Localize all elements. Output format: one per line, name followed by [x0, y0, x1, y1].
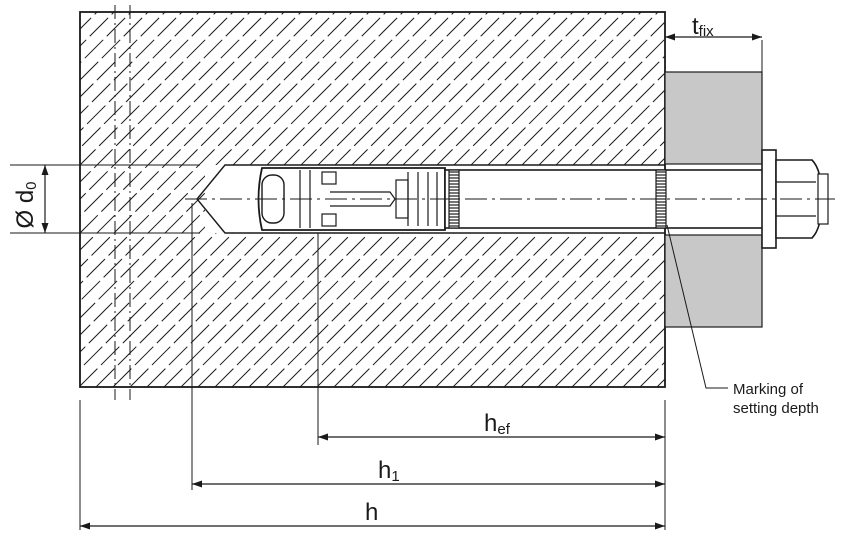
hatch-line [80, 12, 149, 81]
hatch-line [80, 12, 302, 234]
dimension-lines [41, 33, 762, 530]
hatch-line [80, 12, 234, 166]
extension-lines [10, 12, 763, 530]
d0-label: Ø d0 [12, 181, 40, 228]
hatch-line [80, 12, 183, 115]
hatch-line [80, 12, 353, 285]
h1-label: h1 [378, 457, 400, 485]
hatch-line [80, 12, 268, 200]
h-label: h [365, 499, 378, 526]
hatch-line [80, 12, 217, 149]
hatch-line [80, 12, 166, 98]
marking-label-line2: setting depth [733, 400, 819, 417]
hatch-line [80, 12, 200, 132]
tfix-label: tfix [692, 13, 714, 40]
fixture-plate [664, 71, 763, 328]
sleeve-slits [299, 170, 438, 228]
hatch-line [80, 12, 370, 302]
break-lines [114, 5, 131, 400]
hatch-line [80, 12, 336, 268]
hef-label: hef [484, 410, 511, 438]
marking-leader [666, 224, 728, 389]
hatch-line [80, 12, 285, 217]
marking-label-line1: Marking of [733, 381, 804, 398]
hatch-line [80, 12, 251, 183]
